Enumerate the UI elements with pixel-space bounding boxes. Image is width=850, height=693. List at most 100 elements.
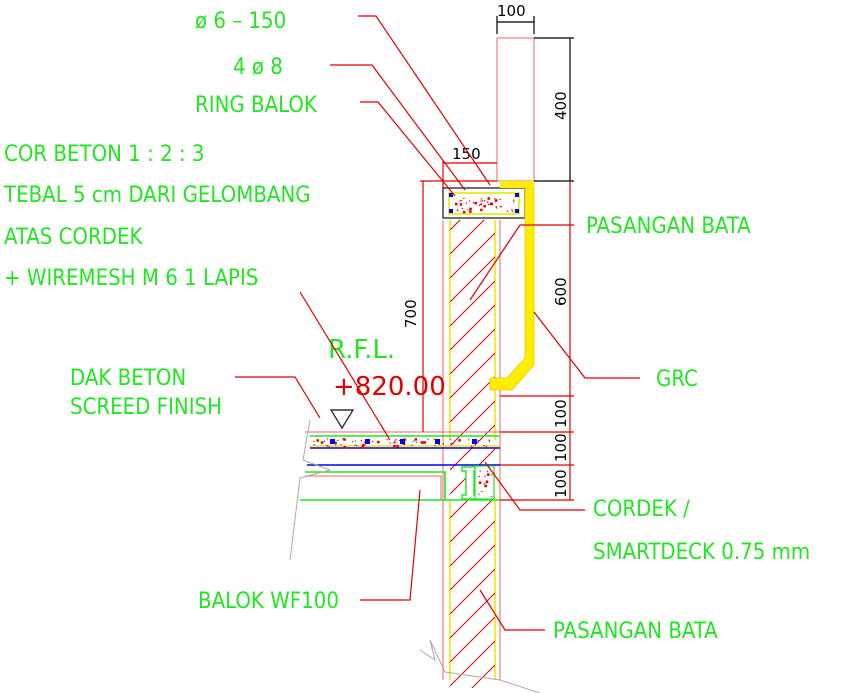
aggregate-dot — [487, 203, 490, 205]
label-cor-beton-2: TEBAL 5 cm DARI GELOMBANG — [3, 183, 311, 208]
dim-stack-2: 100 — [552, 433, 570, 462]
aggregate-dot — [411, 444, 413, 446]
aggregate-dot — [480, 200, 482, 202]
aggregate-dot — [474, 201, 477, 205]
aggregate-dot — [334, 441, 337, 445]
aggregate-dot — [495, 207, 498, 209]
aggregate-dot — [414, 438, 418, 441]
aggregate-dot — [470, 445, 472, 447]
label-dak-beton-2: SCREED FINISH — [70, 395, 222, 420]
aggregate-dot — [434, 445, 436, 447]
aggregate-dot — [396, 445, 399, 448]
aggregate-dot — [394, 442, 396, 444]
aggregate-dot — [399, 439, 401, 442]
hatch-line — [450, 304, 495, 351]
aggregate-dot — [499, 206, 501, 208]
aggregate-dot — [459, 203, 463, 206]
hatch-line — [450, 352, 495, 399]
label-ring-balok: RING BALOK — [195, 93, 318, 118]
label-pasangan-bata-top: PASANGAN BATA — [586, 214, 751, 239]
dim-wall-height: 700 — [402, 299, 420, 328]
aggregate-dot — [328, 445, 330, 448]
aggregate-dot — [313, 444, 315, 446]
hatch-line — [450, 640, 495, 687]
aggregate-dot — [423, 441, 426, 444]
aggregate-dot — [364, 444, 366, 446]
aggregate-dot — [483, 204, 486, 208]
aggregate-dot — [354, 440, 356, 442]
aggregate-dot — [491, 474, 493, 476]
aggregate-dot — [500, 206, 502, 208]
aggregate-dot — [459, 200, 461, 202]
aggregate-dot — [457, 210, 459, 212]
aggregate-dot — [487, 473, 490, 476]
label-cor-beton-3: ATAS CORDEK — [4, 225, 143, 250]
aggregate-dot — [488, 440, 490, 442]
aggregate-dot — [483, 200, 486, 202]
label-cor-beton-1: COR BETON 1 : 2 : 3 — [4, 142, 205, 167]
aggregate-dot — [395, 438, 397, 440]
parapet — [496, 37, 535, 182]
level-name: R.F.L. — [328, 335, 395, 365]
aggregate-dot — [360, 439, 363, 442]
aggregate-dot — [356, 445, 358, 447]
aggregate-dot — [362, 444, 365, 447]
hatch-line — [450, 376, 495, 423]
aggregate-dot — [513, 199, 515, 201]
dim-ring-width: 150 — [452, 145, 481, 163]
aggregate-dot — [342, 438, 344, 440]
aggregate-dot — [316, 439, 319, 442]
aggregate-dot — [452, 443, 454, 445]
concrete-slab — [289, 419, 541, 693]
aggregate-dot — [455, 202, 458, 206]
aggregate-dot — [462, 210, 466, 214]
aggregate-dot — [420, 441, 422, 443]
aggregate-dot — [469, 207, 472, 211]
aggregate-dot — [393, 444, 396, 448]
aggregate-dot — [438, 443, 441, 446]
aggregate-dot — [511, 209, 513, 211]
aggregate-dot — [313, 440, 315, 443]
dim-parapet-height: 400 — [552, 91, 570, 120]
wiremesh-bar — [365, 439, 370, 444]
aggregate-dot — [463, 197, 465, 199]
label-pasangan-bata-bottom: PASANGAN BATA — [553, 619, 718, 644]
aggregate-dot — [488, 439, 490, 441]
label-cor-beton-4: + WIREMESH M 6 1 LAPIS — [4, 266, 258, 291]
aggregate-dot — [513, 201, 515, 203]
hatch-line — [450, 220, 485, 255]
aggregate-dot — [340, 444, 342, 446]
leader-lines — [235, 15, 640, 631]
aggregate-dot — [480, 203, 482, 205]
aggregate-dot — [512, 210, 514, 212]
aggregate-dot — [335, 444, 337, 446]
aggregate-dot — [326, 445, 328, 447]
aggregate-dot — [460, 200, 462, 202]
aggregate-dot — [442, 443, 444, 445]
aggregate-dot — [495, 200, 497, 203]
aggregate-dot — [395, 441, 397, 443]
wiremesh-bar — [400, 439, 405, 444]
dim-parapet-width: 100 — [497, 2, 526, 20]
aggregate-dot — [377, 440, 380, 444]
aggregate-dot — [361, 445, 364, 449]
aggregate-dot — [479, 470, 481, 472]
aggregate-dot — [478, 204, 480, 206]
wiremesh-bar — [330, 439, 335, 444]
aggregate-dot — [327, 438, 329, 440]
aggregate-dot — [487, 197, 490, 200]
grc-panel — [489, 181, 535, 391]
aggregate-dot — [478, 481, 482, 484]
aggregate-dot — [354, 444, 356, 446]
dim-stack-3: 100 — [552, 469, 570, 498]
aggregate-dot — [483, 483, 485, 485]
level-marker: R.F.L. +820.00 — [328, 335, 446, 430]
aggregate-dot — [363, 441, 365, 444]
dim-stack-1: 100 — [552, 399, 570, 428]
aggregate-dot — [486, 471, 489, 473]
aggregate-dot — [491, 496, 493, 498]
aggregate-dot — [427, 438, 429, 440]
aggregate-dot — [449, 439, 451, 441]
aggregate-dot — [499, 198, 501, 200]
